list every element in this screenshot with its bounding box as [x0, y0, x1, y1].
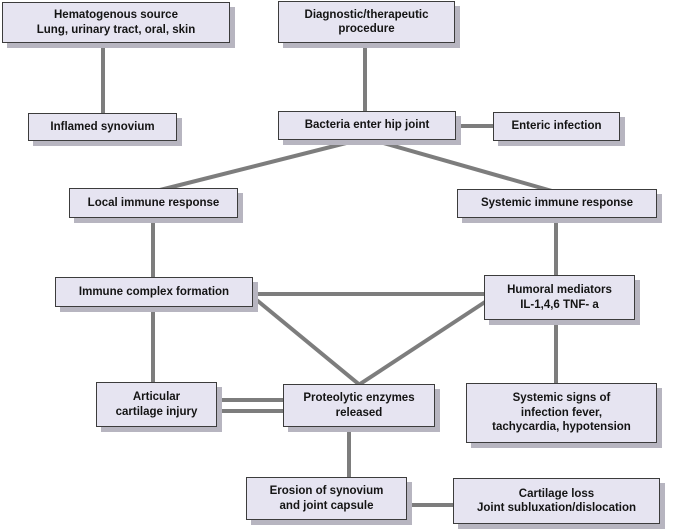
node-diagnostic-procedure: Diagnostic/therapeutic procedure [278, 1, 455, 43]
node-immune-complex-formation: Immune complex formation [55, 277, 253, 307]
edge-bacteria-to-systemic [365, 136, 553, 193]
edge-bacteria-to-local [159, 136, 367, 192]
node-proteolytic-enzymes-released: Proteolytic enzymes released [283, 384, 435, 427]
node-articular-cartilage-injury: Articular cartilage injury [96, 382, 217, 427]
node-local-immune-response: Local immune response [69, 188, 238, 218]
node-cartilage-loss: Cartilage loss Joint subluxation/disloca… [453, 478, 660, 524]
edge-immune-complex-to-proteolytic [251, 295, 363, 388]
node-erosion-of-synovium: Erosion of synovium and joint capsule [246, 477, 407, 520]
node-bacteria-enter-hip-joint: Bacteria enter hip joint [278, 111, 456, 140]
node-enteric-infection: Enteric infection [493, 112, 620, 141]
node-systemic-signs-of-infection: Systemic signs of infection fever, tachy… [466, 383, 657, 443]
node-hematogenous-source: Hematogenous source Lung, urinary tract,… [2, 2, 230, 43]
node-inflamed-synovium: Inflamed synovium [28, 113, 177, 141]
node-humoral-mediators: Humoral mediators IL-1,4,6 TNF- a [484, 275, 635, 320]
node-systemic-immune-response: Systemic immune response [457, 189, 657, 218]
edge-humoral-to-proteolytic [355, 300, 487, 388]
